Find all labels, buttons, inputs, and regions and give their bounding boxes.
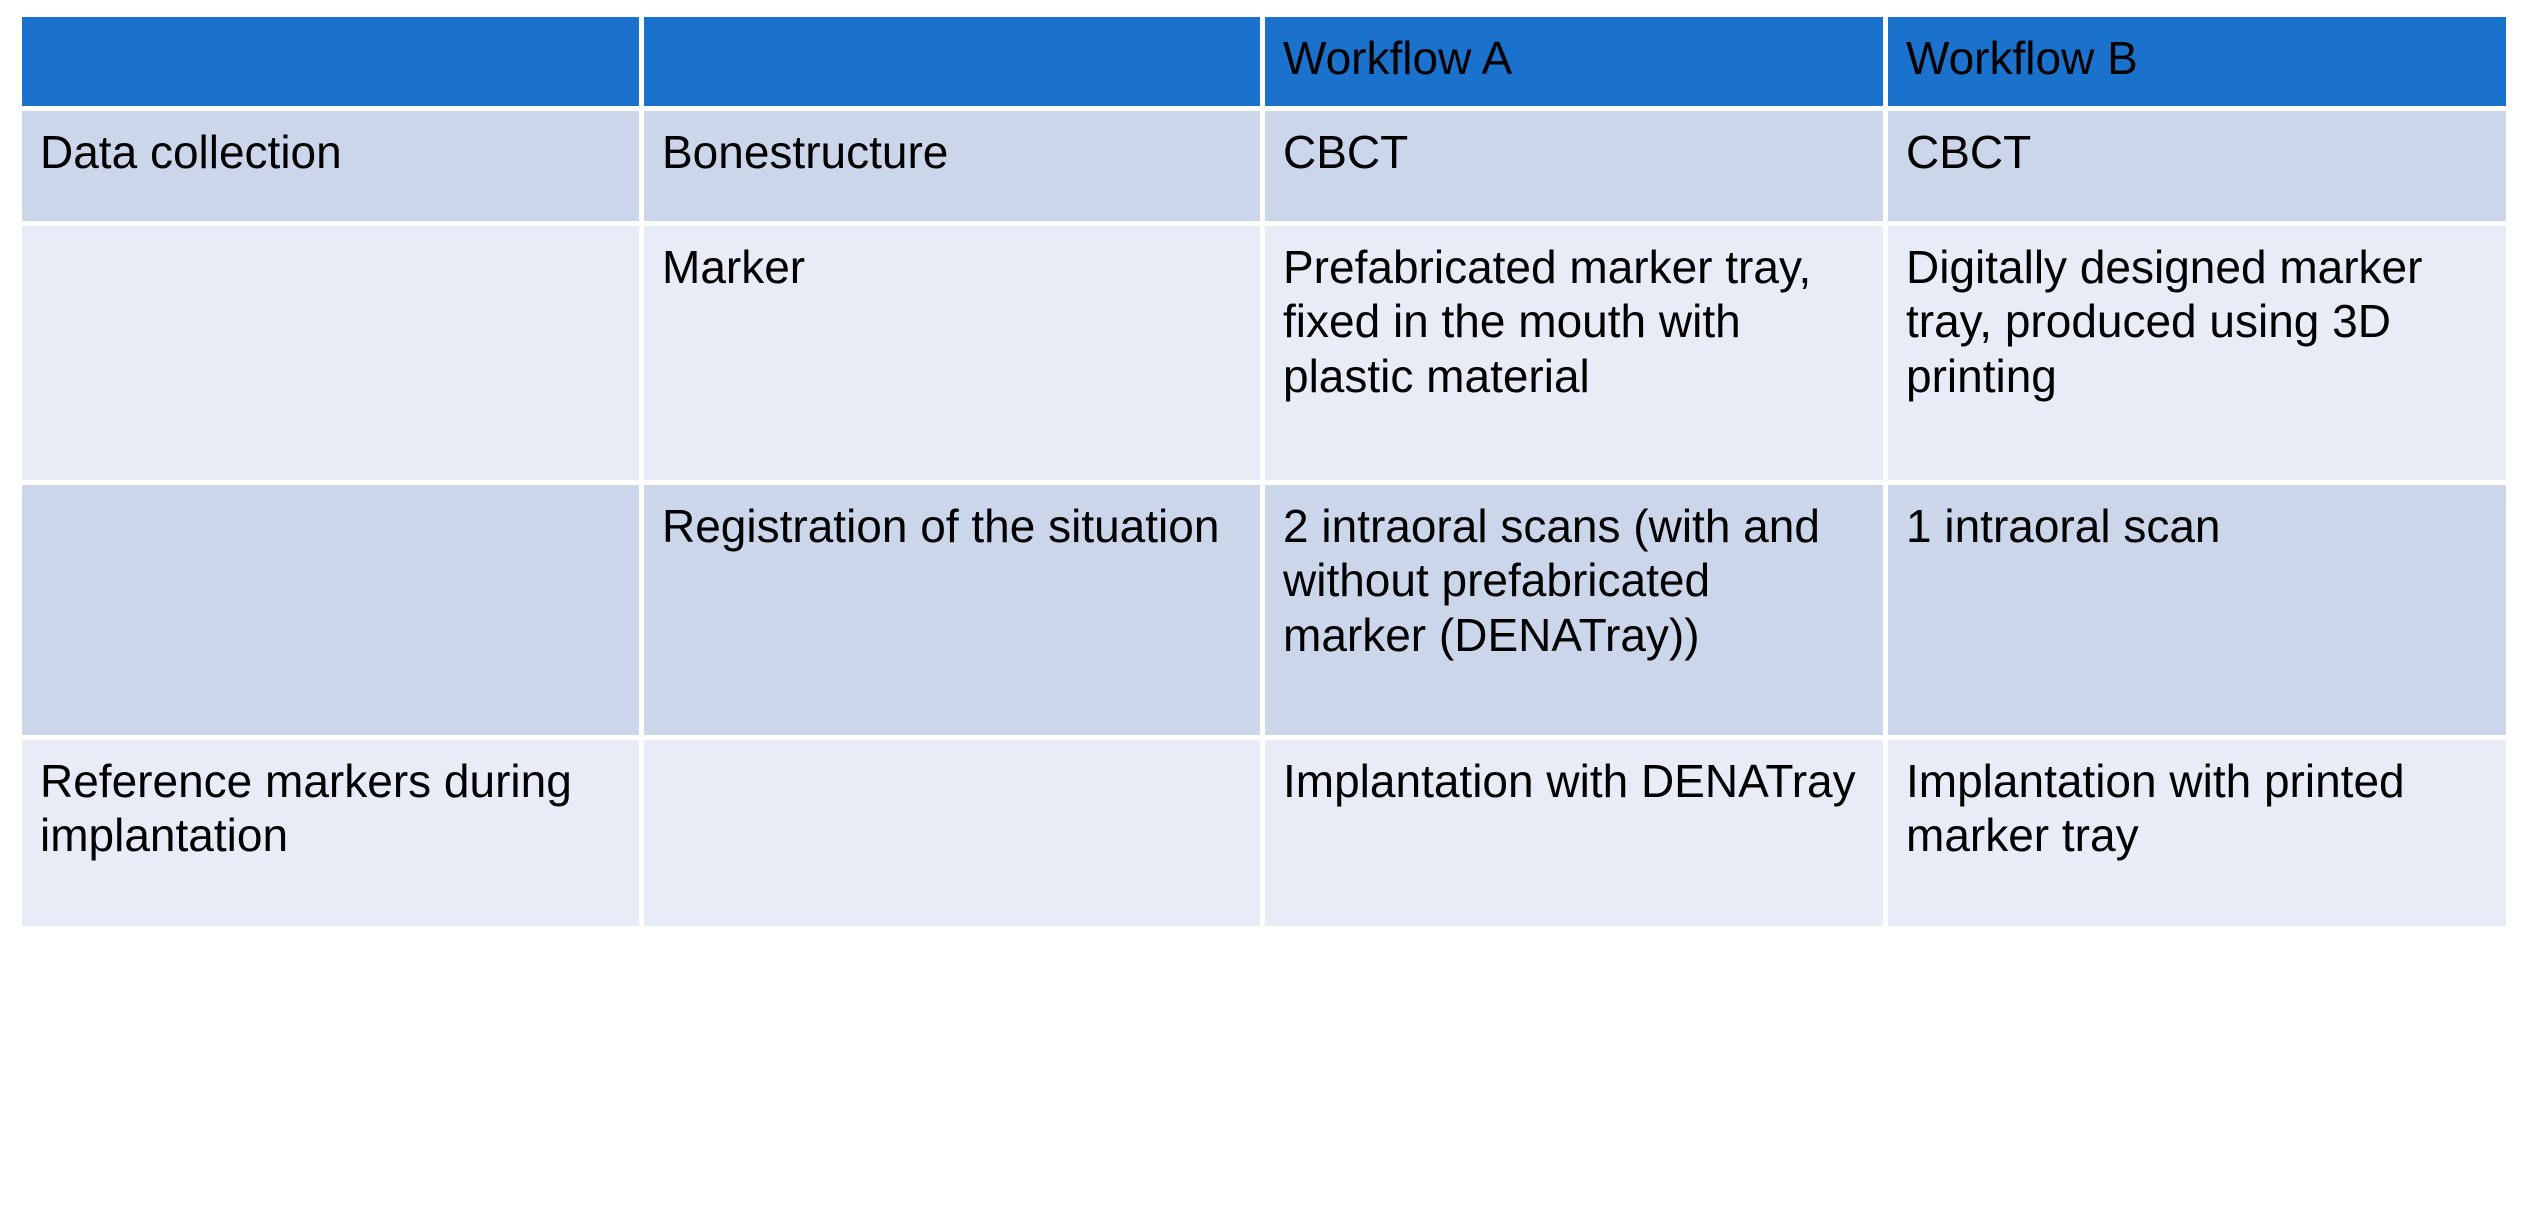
table-row: Marker Prefabricated marker tray, fixed … bbox=[22, 226, 2506, 485]
cell-stage bbox=[22, 226, 644, 485]
column-header-step bbox=[644, 17, 1265, 111]
cell-stage bbox=[22, 485, 644, 740]
cell-workflow-b: Implantation with printed marker tray bbox=[1888, 740, 2506, 926]
table-body: Data collection Bonestructure CBCT CBCT … bbox=[22, 111, 2506, 926]
cell-workflow-b: Digitally designed marker tray, produced… bbox=[1888, 226, 2506, 485]
cell-step bbox=[644, 740, 1265, 926]
workflow-comparison-table: Workflow A Workflow B Data collection Bo… bbox=[22, 17, 2506, 926]
cell-workflow-a: Prefabricated marker tray, fixed in the … bbox=[1265, 226, 1888, 485]
table-header: Workflow A Workflow B bbox=[22, 17, 2506, 111]
cell-step: Registration of the situation bbox=[644, 485, 1265, 740]
cell-step: Marker bbox=[644, 226, 1265, 485]
cell-workflow-a: CBCT bbox=[1265, 111, 1888, 226]
column-header-workflow-b: Workflow B bbox=[1888, 17, 2506, 111]
table-row: Registration of the situation 2 intraora… bbox=[22, 485, 2506, 740]
cell-step: Bonestructure bbox=[644, 111, 1265, 226]
cell-workflow-a: Implantation with DENATray bbox=[1265, 740, 1888, 926]
table-row: Data collection Bonestructure CBCT CBCT bbox=[22, 111, 2506, 226]
table-row: Reference markers during implantation Im… bbox=[22, 740, 2506, 926]
column-header-stage bbox=[22, 17, 644, 111]
column-header-workflow-a: Workflow A bbox=[1265, 17, 1888, 111]
table-header-row: Workflow A Workflow B bbox=[22, 17, 2506, 111]
cell-stage: Reference markers during implantation bbox=[22, 740, 644, 926]
cell-workflow-b: CBCT bbox=[1888, 111, 2506, 226]
cell-workflow-b: 1 intraoral scan bbox=[1888, 485, 2506, 740]
cell-workflow-a: 2 intraoral scans (with and without pref… bbox=[1265, 485, 1888, 740]
cell-stage: Data collection bbox=[22, 111, 644, 226]
